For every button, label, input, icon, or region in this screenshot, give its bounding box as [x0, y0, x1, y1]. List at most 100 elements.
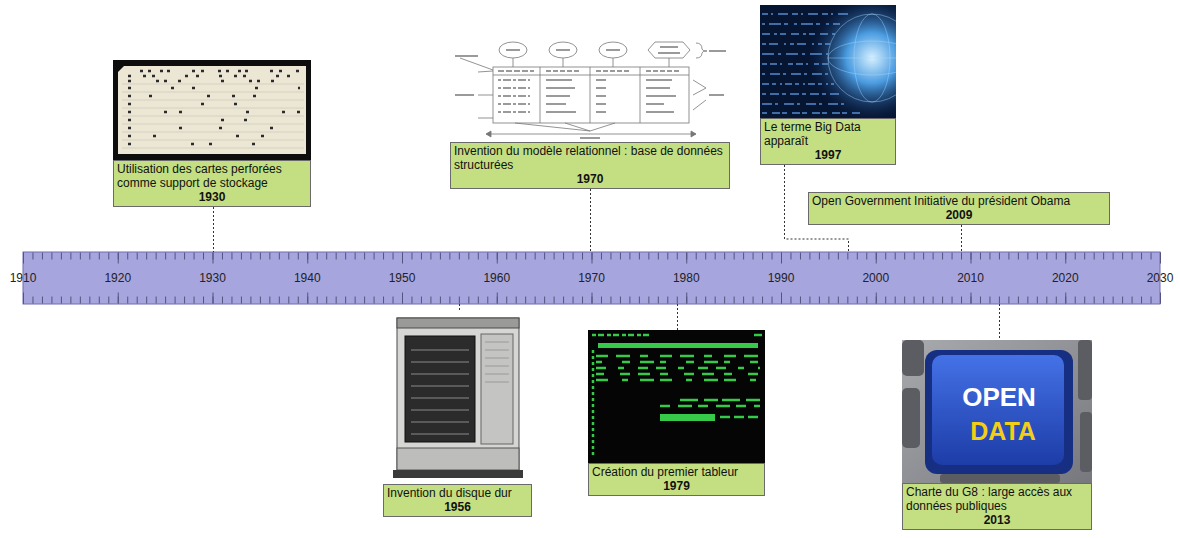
event-card: Open Government Initiative du président …	[808, 192, 1110, 225]
relational-model-figure	[646, 87, 670, 89]
relational-model-figure	[546, 103, 566, 105]
spreadsheet-screen	[596, 361, 760, 364]
punch-card-photo	[122, 116, 304, 117]
punch-card-photo	[122, 100, 304, 101]
relational-model-figure	[596, 87, 606, 89]
spreadsheet-screen	[588, 330, 765, 463]
punch-card-photo	[140, 70, 300, 73]
relational-model-figure	[606, 49, 620, 51]
hard-disk-photo	[485, 358, 509, 359]
big-data-picture	[762, 73, 830, 75]
timeline-bar	[23, 253, 1161, 264]
relational-model-figure	[486, 131, 696, 137]
spreadsheet-screen	[720, 416, 760, 419]
event-year: 1970	[454, 172, 726, 186]
year-tick-label: 1940	[294, 271, 321, 285]
relational-model-figure	[478, 71, 493, 118]
picture-slot	[450, 40, 730, 142]
timeline-bar	[23, 252, 1160, 304]
relational-model-figure	[596, 79, 606, 81]
relational-model-figure	[556, 49, 570, 51]
event-year: 1979	[592, 479, 761, 493]
relational-model-figure	[648, 42, 690, 58]
hard-disk-photo	[411, 398, 469, 399]
big-data-picture	[762, 93, 842, 95]
relational-model-figure	[646, 103, 664, 105]
event-text: Utilisation des cartes perforées comme s…	[117, 162, 307, 190]
year-tick-label: 2000	[862, 271, 889, 285]
relational-model-figure	[486, 134, 696, 135]
hard-disk-photo	[485, 342, 509, 343]
picture-slot	[383, 310, 532, 484]
hard-disk-photo	[485, 342, 509, 382]
event-text: Le terme Big Data apparaît	[764, 120, 892, 148]
picture-slot	[113, 60, 311, 160]
event-text: Charte du G8 : large accès aux données p…	[906, 485, 1088, 513]
hard-disk-photo	[393, 470, 523, 478]
punch-card-photo	[122, 124, 304, 125]
punch-card-photo	[113, 60, 311, 160]
punch-card-photo	[128, 127, 300, 130]
hard-disk-photo	[411, 350, 469, 434]
relational-model-figure	[515, 123, 615, 131]
year-tick-label: 2020	[1052, 271, 1079, 285]
open-data-keyboard	[932, 355, 1064, 465]
big-data-picture	[762, 63, 828, 65]
hard-disk-photo	[397, 318, 519, 470]
leader-line	[999, 304, 1000, 340]
timeline-bar	[23, 252, 1161, 304]
event-card: Invention du disque dur1956	[383, 310, 532, 517]
relational-model-figure	[493, 67, 689, 123]
relational-model-figure	[498, 70, 534, 72]
relational-model-figure	[696, 43, 707, 58]
relational-model-figure	[546, 79, 572, 81]
relational-model-figure	[693, 80, 706, 110]
event-text: Invention du modèle relationnel : base d…	[454, 144, 726, 172]
event-year: 2013	[906, 513, 1088, 527]
hard-disk-photo	[411, 374, 469, 375]
relational-model-figure	[646, 70, 680, 72]
event-card: Invention du modèle relationnel : base d…	[450, 40, 730, 189]
spreadsheet-screen	[592, 335, 762, 455]
spreadsheet-screen	[660, 414, 715, 421]
year-tick-label: 1920	[104, 271, 131, 285]
punch-card-photo	[122, 92, 304, 93]
spreadsheet-screen	[588, 330, 765, 463]
leader-line	[459, 304, 460, 310]
spreadsheet-screen	[596, 379, 760, 382]
hard-disk-photo	[485, 366, 509, 367]
relational-model-figure	[709, 50, 726, 52]
open-data-keyboard	[902, 340, 1092, 483]
key-label: OPEN	[962, 384, 1036, 410]
event-year: 2009	[812, 208, 1106, 222]
open-data-keyboard	[902, 388, 920, 448]
event-text: Création du premier tableur	[592, 465, 761, 479]
event-year: 1997	[764, 148, 892, 162]
big-data-picture	[762, 83, 834, 85]
punch-card-photo	[122, 108, 304, 109]
punch-card-photo	[128, 103, 300, 106]
punch-card-photo	[122, 132, 304, 133]
relational-model-figure	[460, 58, 493, 70]
relational-model-figure	[658, 52, 680, 54]
open-data-keyboard	[940, 474, 1060, 483]
big-data-picture	[762, 23, 840, 25]
relational-model-figure	[596, 70, 630, 72]
relational-model-figure	[455, 47, 726, 138]
hard-disk-photo	[411, 386, 469, 387]
relational-model-figure	[455, 94, 474, 96]
picture-slot	[588, 330, 765, 463]
event-card: Utilisation des cartes perforées comme s…	[113, 60, 311, 207]
timeline-bar	[23, 253, 1161, 260]
relational-model-figure	[646, 95, 676, 97]
punch-card-photo	[128, 71, 300, 144]
big-data-picture	[828, 14, 896, 102]
event-label: Le terme Big Data apparaît1997	[760, 118, 896, 165]
event-year: 1956	[387, 500, 528, 514]
relational-model-figure	[596, 111, 606, 113]
open-data-keyboard	[1078, 340, 1092, 400]
event-label: Utilisation des cartes perforées comme s…	[113, 160, 311, 207]
